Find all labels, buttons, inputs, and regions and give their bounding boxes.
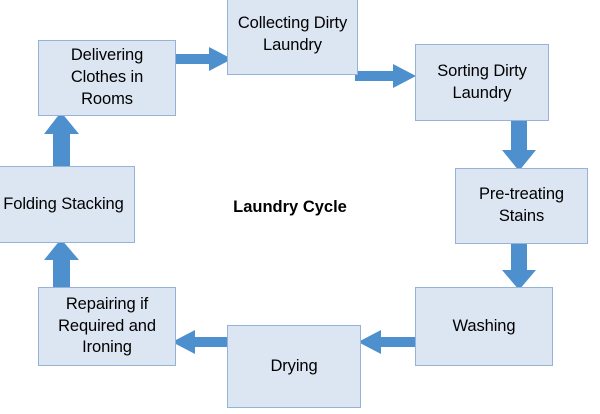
process-node-folding-stacking[interactable]: Folding Stacking	[0, 166, 135, 243]
process-node-washing[interactable]: Washing	[415, 287, 553, 366]
node-label-pretreating: Pre-treating Stains	[478, 185, 564, 225]
process-node-pre-treating-stains[interactable]: Pre-treating Stains	[455, 168, 588, 244]
arrow-repairing-to-folding	[40, 239, 84, 291]
process-node-sorting-dirty-laundry[interactable]: Sorting Dirty Laundry	[415, 44, 549, 121]
arrow-sorting-to-pretreating	[498, 118, 540, 172]
node-label-repairing: Repairing if Required and Ironing	[58, 294, 156, 357]
arrow-delivering-to-collecting	[173, 44, 233, 74]
diagram-title: Laundry Cycle	[233, 198, 347, 216]
node-label-drying: Drying	[270, 356, 318, 375]
node-label-washing: Washing	[452, 316, 516, 335]
arrow-drying-to-repairing	[171, 327, 231, 357]
process-node-repairing-and-ironing[interactable]: Repairing if Required and Ironing	[38, 287, 176, 366]
arrow-folding-to-delivering	[40, 112, 84, 170]
arrow-washing-to-drying	[357, 327, 419, 357]
node-label-folding: Folding Stacking	[3, 194, 124, 213]
node-label-delivering: Delivering Clothes in Rooms	[70, 46, 144, 108]
process-node-collecting-dirty-laundry[interactable]: Collecting Dirty Laundry	[227, 0, 358, 75]
node-label-sorting: Sorting Dirty Laundry	[437, 61, 527, 102]
arrow-pretreating-to-washing	[498, 241, 540, 291]
node-label-collecting: Collecting Dirty Laundry	[237, 13, 348, 54]
process-node-drying[interactable]: Drying	[227, 325, 361, 408]
arrow-collecting-to-sorting	[355, 61, 417, 91]
process-node-delivering-clothes-in-rooms[interactable]: Delivering Clothes in Rooms	[38, 40, 176, 116]
